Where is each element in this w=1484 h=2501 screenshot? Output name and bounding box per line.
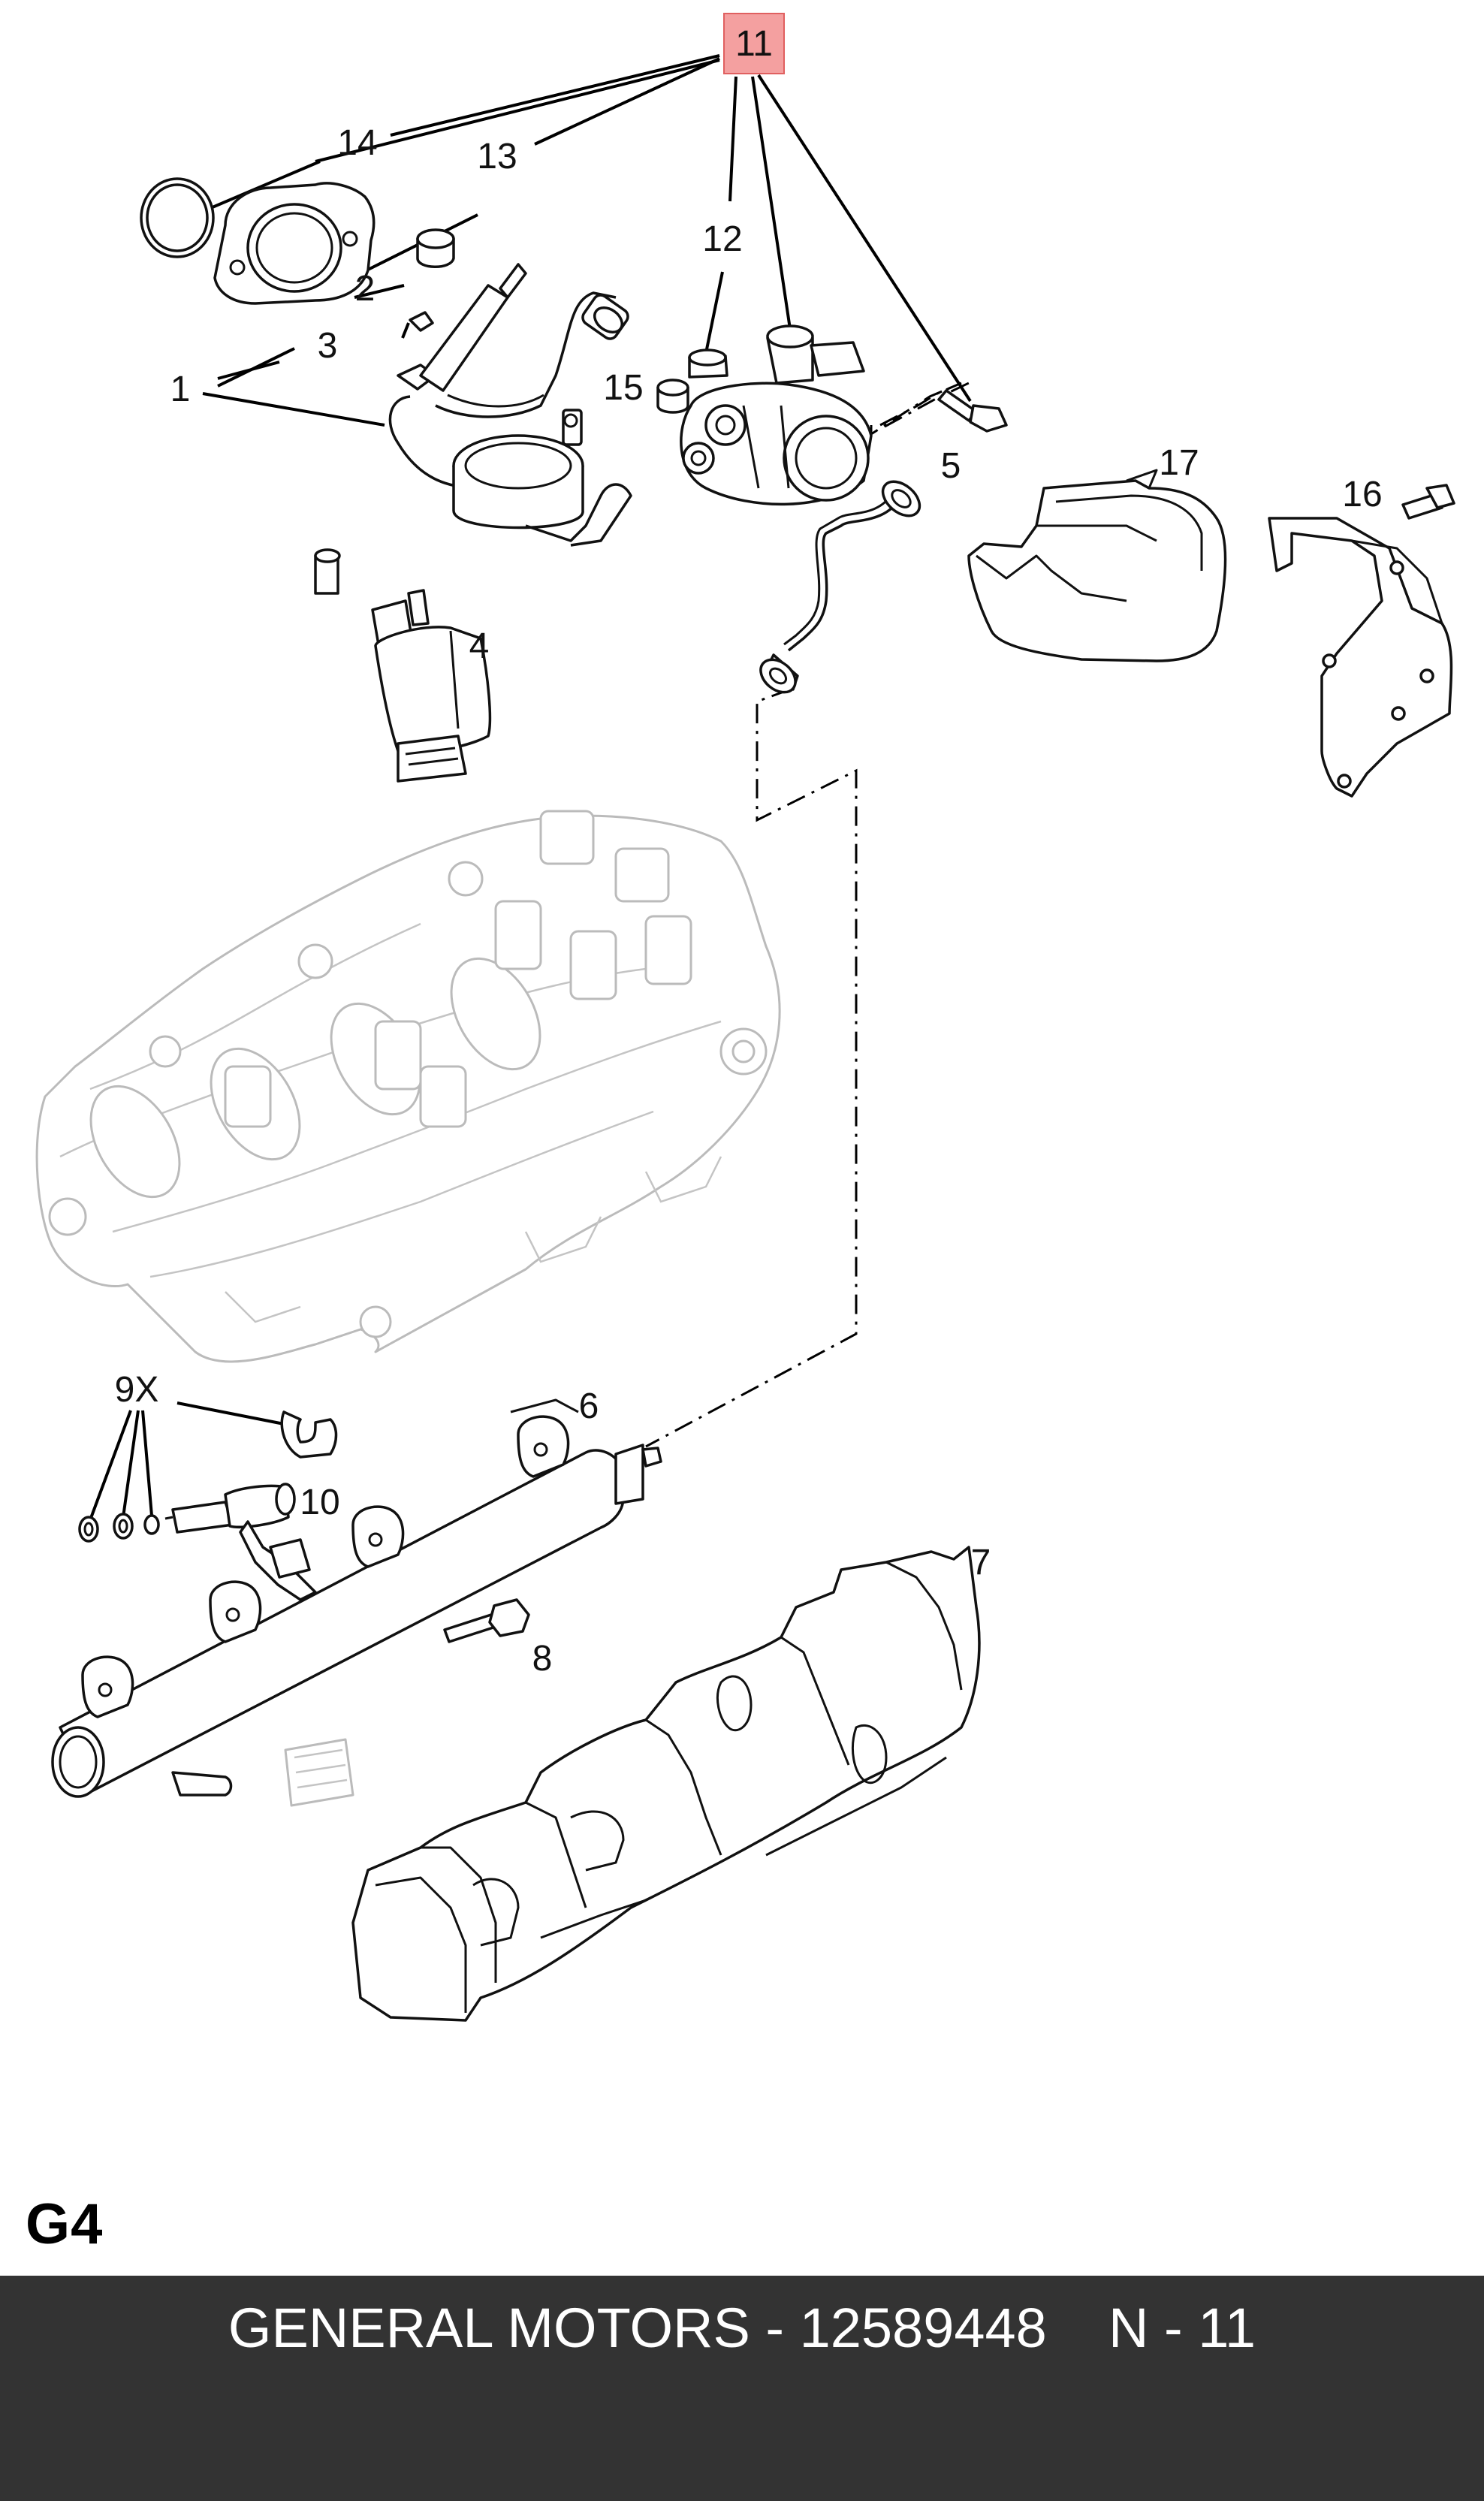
part-6-fuel-rail bbox=[51, 1398, 662, 1798]
part-15-bushing bbox=[656, 379, 689, 414]
part-4-purge-solenoid bbox=[314, 548, 492, 783]
part-9x-seals bbox=[78, 1410, 338, 1543]
part-13-gasket bbox=[213, 182, 376, 305]
leader-lines bbox=[89, 54, 972, 1521]
part-11-fuel-pump bbox=[680, 324, 873, 506]
intake-manifold-ghost bbox=[35, 810, 781, 1363]
callout-6: 6 bbox=[579, 1386, 599, 1426]
part-7-rail-cover bbox=[351, 1546, 981, 2022]
callout-11: 11 bbox=[735, 24, 773, 64]
callout-17: 17 bbox=[1159, 443, 1199, 483]
callout-labels: 11 14 13 12 2 3 1 15 5 17 16 4 9X 6 10 7… bbox=[115, 13, 1383, 1679]
part-5-fuel-pipe bbox=[759, 480, 921, 694]
part-1-purge-assembly bbox=[388, 263, 632, 547]
callout-3: 3 bbox=[318, 326, 338, 366]
callout-5: 5 bbox=[941, 446, 961, 486]
footer-bar: GENERAL MOTORS - 12589448 N - 11 bbox=[0, 2276, 1484, 2501]
part-16-bracket bbox=[1268, 484, 1455, 798]
callout-11-highlight bbox=[723, 13, 785, 74]
callout-1: 1 bbox=[170, 370, 191, 409]
part-12-nut bbox=[688, 348, 728, 379]
pump-bolt bbox=[937, 389, 1008, 433]
callout-9x: 9X bbox=[115, 1370, 159, 1410]
part-17-heat-shield bbox=[967, 469, 1227, 662]
callout-10: 10 bbox=[300, 1483, 339, 1522]
callout-8: 8 bbox=[532, 1639, 553, 1679]
callout-15: 15 bbox=[603, 368, 643, 408]
part-8-bolt bbox=[443, 1598, 530, 1643]
callout-12: 12 bbox=[702, 219, 742, 259]
callout-2: 2 bbox=[355, 269, 376, 309]
callout-13: 13 bbox=[477, 137, 517, 176]
part-3-clip bbox=[409, 311, 434, 332]
part-2-cap bbox=[416, 228, 455, 268]
injector-connector bbox=[284, 1738, 354, 1807]
section-code: G4 bbox=[26, 2192, 104, 2256]
callout-4: 4 bbox=[469, 626, 490, 666]
parts-diagram: 11 14 13 12 2 3 1 15 5 17 16 4 9X 6 10 7… bbox=[35, 13, 1455, 2022]
callout-14: 14 bbox=[337, 123, 377, 163]
footer-part-info: GENERAL MOTORS - 12589448 N - 11 bbox=[228, 2297, 1256, 2359]
callout-7: 7 bbox=[971, 1543, 991, 1582]
part-14-o-ring bbox=[140, 177, 215, 258]
part-10-injector bbox=[164, 1483, 317, 1601]
callout-16: 16 bbox=[1342, 475, 1382, 514]
